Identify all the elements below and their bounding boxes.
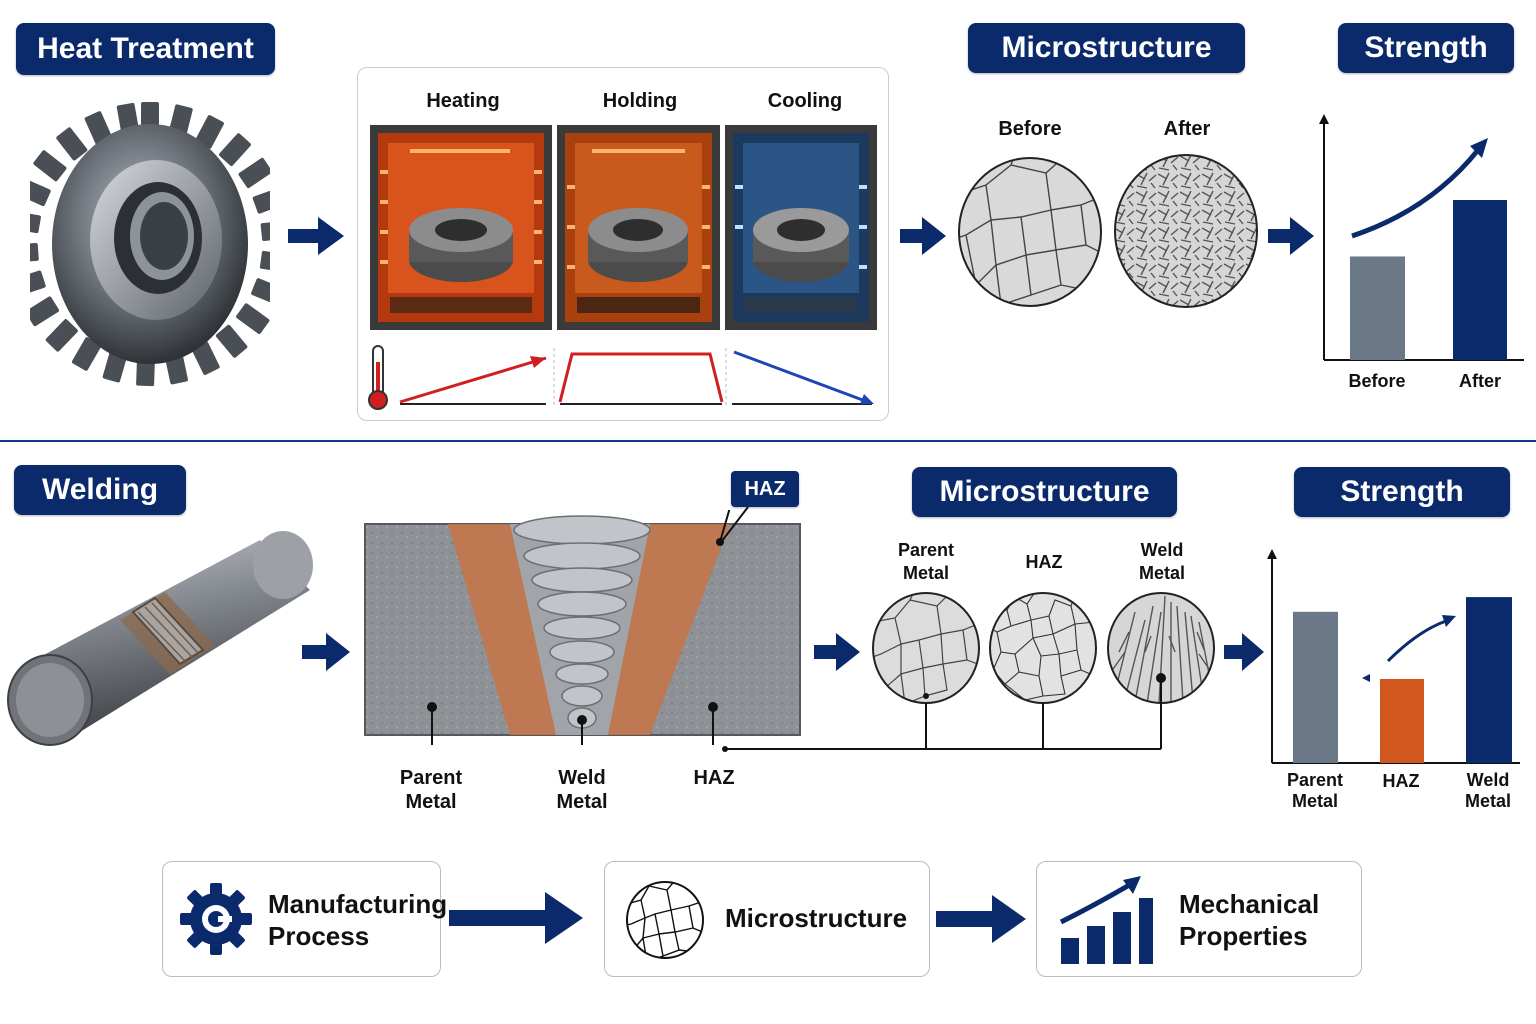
section-divider — [0, 440, 1536, 442]
micrograph-parent — [872, 592, 980, 704]
increase-arrow-icon — [1351, 148, 1480, 239]
weld-micrographs — [722, 592, 1215, 752]
oven-cooling-image — [725, 125, 877, 330]
bar-haz — [1380, 679, 1424, 763]
welding-title: Welding — [14, 465, 186, 515]
stage-label-holding: Holding — [602, 90, 678, 112]
weld-cross-section-image — [364, 510, 801, 745]
heat-microstructure-title: Microstructure — [968, 23, 1245, 73]
stage-label-heating: Heating — [426, 90, 500, 112]
weld-microstructure-title: Microstructure — [912, 467, 1177, 517]
gear-icon — [180, 883, 252, 955]
thermometer-icon — [368, 345, 388, 410]
weld-chart-label-haz: HAZ — [1382, 771, 1420, 791]
temperature-profile-graphic — [368, 345, 874, 410]
stage-label-cooling: Cooling — [767, 90, 843, 112]
arrow-right-icon — [1268, 217, 1314, 255]
zone-label-haz: HAZ — [693, 767, 735, 789]
bar-weld-metal — [1466, 597, 1512, 763]
flow-card-microstructure: Microstructure — [604, 861, 930, 977]
arrow-right-icon — [288, 217, 344, 255]
chart-label-after: After — [1458, 371, 1501, 391]
micrograph-before — [958, 157, 1102, 307]
flow-micro-label: Microstructure — [725, 903, 908, 933]
increase-arrow-icon — [1386, 619, 1447, 663]
bar-chart-growth-icon — [1059, 876, 1153, 964]
arrow-right-icon — [936, 895, 1026, 943]
micrograph-after — [1114, 154, 1258, 308]
arrow-right-icon — [449, 892, 583, 944]
welded-pipe-image — [7, 531, 313, 746]
heat-strength-chart — [1319, 114, 1524, 361]
micrograph-haz — [989, 592, 1097, 704]
chart-label-before: Before — [1348, 371, 1406, 391]
weld-strength-chart — [1267, 549, 1520, 764]
weld-micro-label-haz: HAZ — [1025, 552, 1063, 572]
grain-structure-icon — [626, 881, 704, 959]
oven-holding-image — [557, 125, 720, 330]
arrow-right-icon — [900, 217, 946, 255]
micro-label-before: Before — [998, 118, 1062, 140]
oven-heating-image — [370, 125, 552, 330]
arrow-right-icon — [1224, 633, 1264, 671]
weld-strength-title: Strength — [1294, 467, 1510, 517]
bar-before — [1350, 256, 1405, 360]
arrow-right-icon — [814, 633, 860, 671]
gear-image — [30, 102, 270, 387]
bar-after — [1453, 200, 1507, 360]
arrow-right-icon — [302, 633, 350, 671]
heat-treatment-title: Heat Treatment — [16, 23, 275, 75]
bar-parent-metal — [1293, 611, 1338, 763]
haz-callout: HAZ — [731, 471, 799, 507]
heat-strength-title: Strength — [1338, 23, 1514, 73]
haz-callout-leader — [721, 506, 749, 542]
micro-label-after: After — [1163, 118, 1211, 140]
